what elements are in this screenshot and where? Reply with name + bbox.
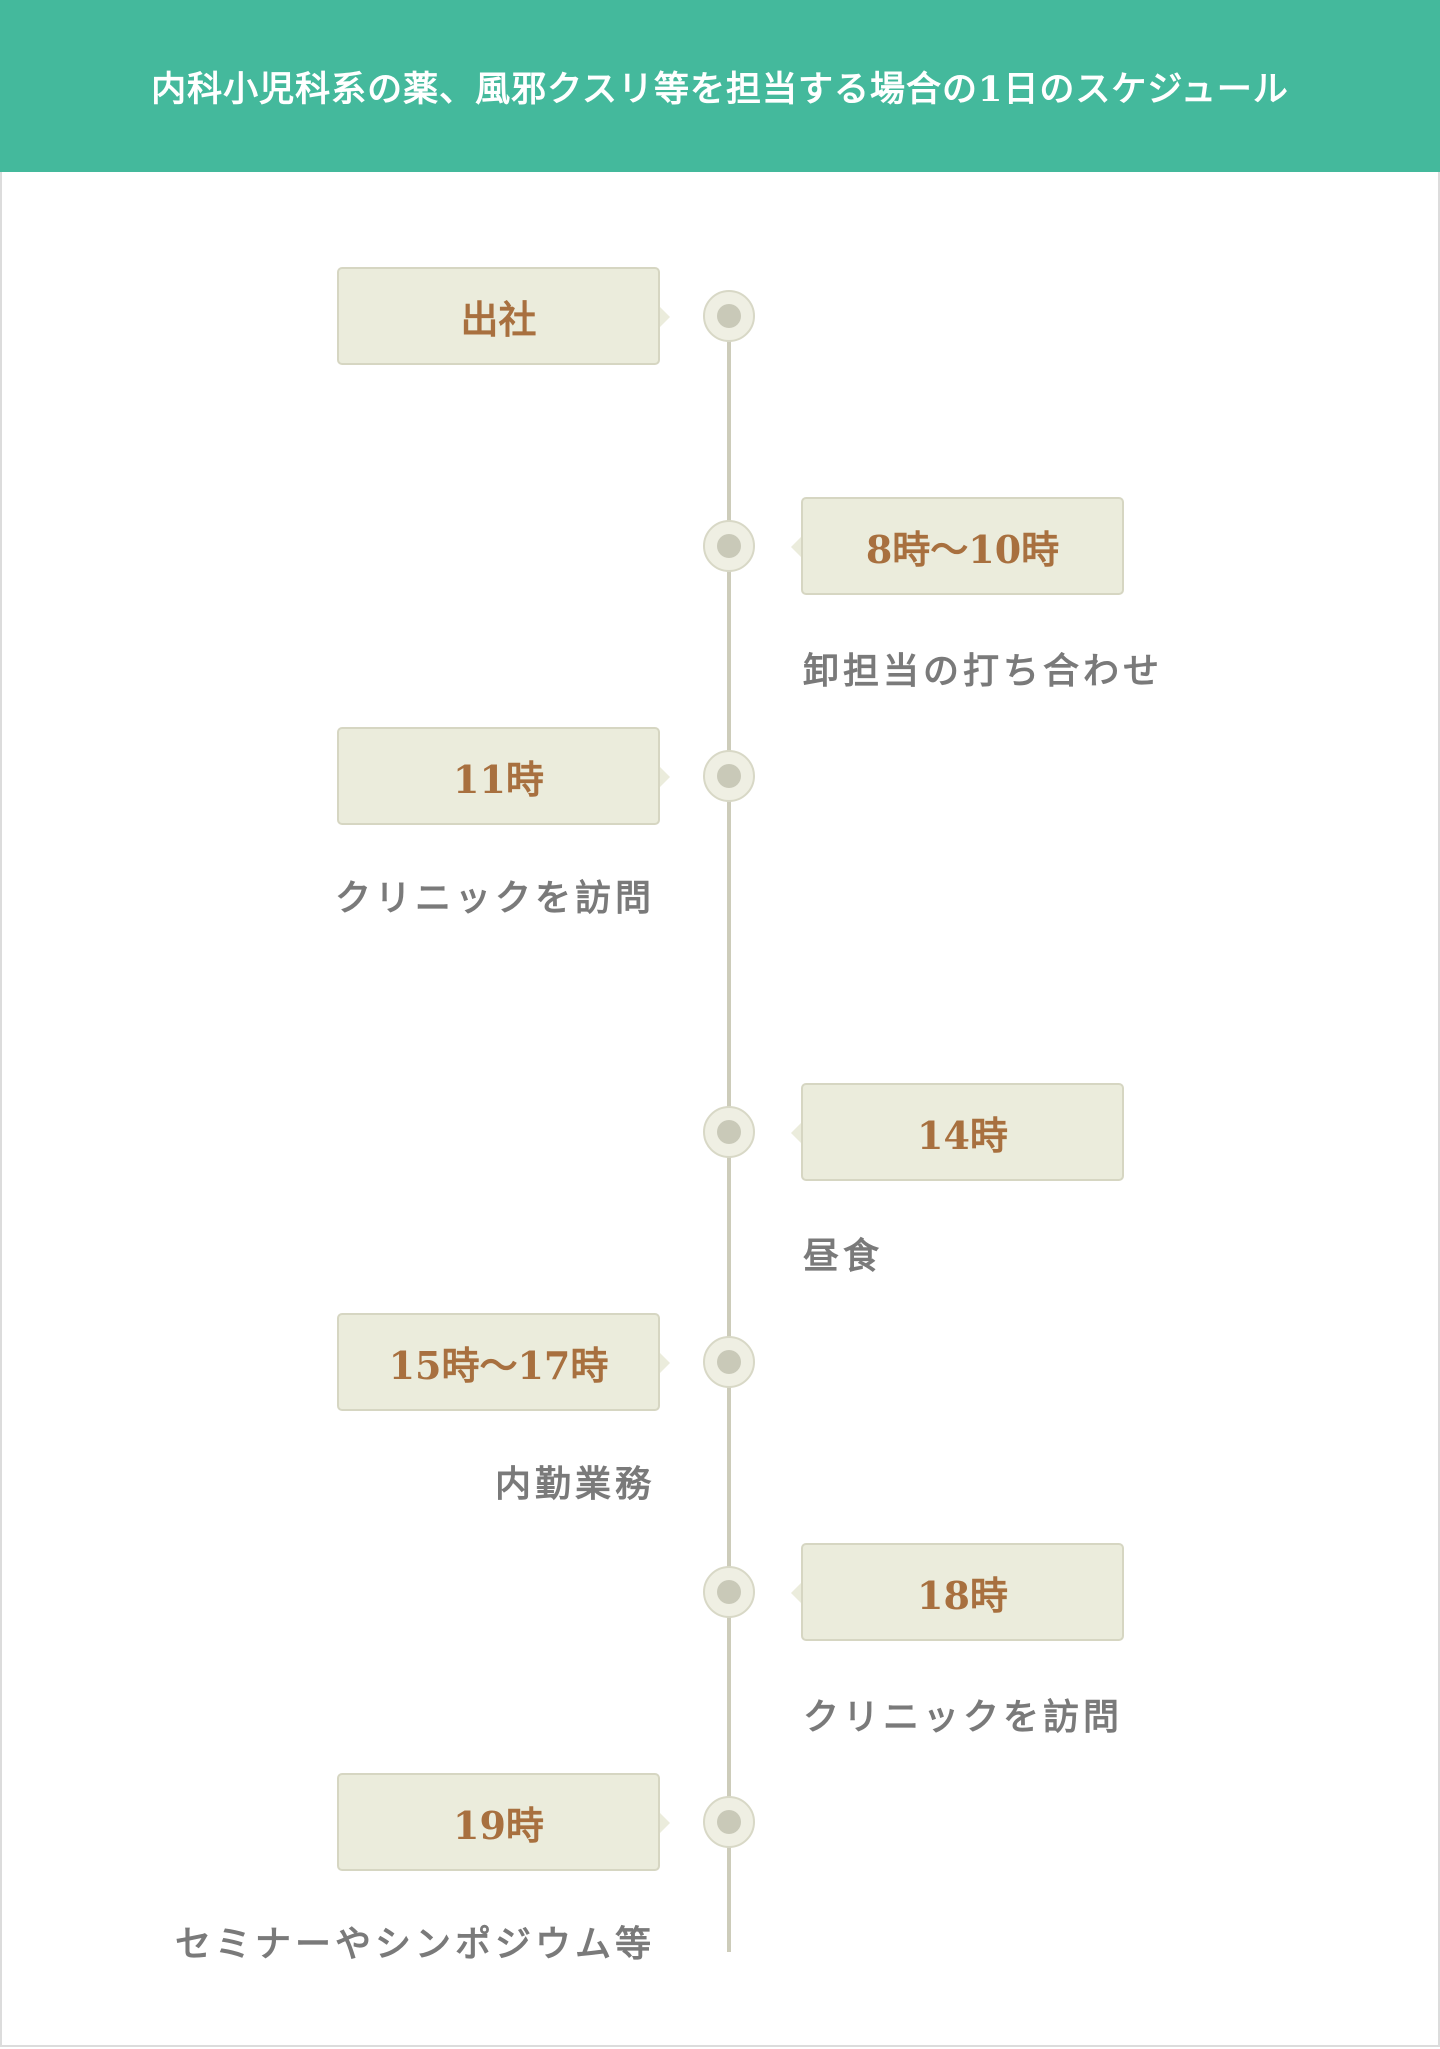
timeline-dot bbox=[703, 1336, 755, 1388]
header: 内科小児科系の薬、風邪クスリ等を担当する場合の1日のスケジュール bbox=[0, 0, 1440, 172]
time-box: 19時 bbox=[337, 1773, 670, 1871]
activity-label: クリニックを訪問 bbox=[803, 1696, 1124, 1738]
timeline-dot bbox=[703, 290, 755, 342]
schedule-panel bbox=[0, 172, 1440, 2047]
timeline-dot bbox=[703, 1796, 755, 1848]
time-box: 14時 bbox=[791, 1083, 1124, 1181]
activity-label: 内勤業務 bbox=[494, 1463, 655, 1505]
time-box: 18時 bbox=[791, 1543, 1124, 1641]
activity-label: 昼食 bbox=[803, 1235, 884, 1277]
timeline-dot bbox=[703, 520, 755, 572]
page-title: 内科小児科系の薬、風邪クスリ等を担当する場合の1日のスケジュール bbox=[151, 68, 1289, 110]
time-box: 11時 bbox=[337, 727, 670, 825]
time-box: 出社 bbox=[337, 267, 670, 365]
timeline-dot bbox=[703, 1566, 755, 1618]
time-box: 15時〜17時 bbox=[337, 1313, 670, 1411]
activity-label: クリニックを訪問 bbox=[334, 877, 655, 919]
activity-label: 卸担当の打ち合わせ bbox=[803, 650, 1164, 692]
timeline-dot bbox=[703, 750, 755, 802]
timeline-dot bbox=[703, 1106, 755, 1158]
activity-label: セミナーやシンポジウム等 bbox=[174, 1923, 655, 1965]
time-box: 8時〜10時 bbox=[791, 497, 1124, 595]
